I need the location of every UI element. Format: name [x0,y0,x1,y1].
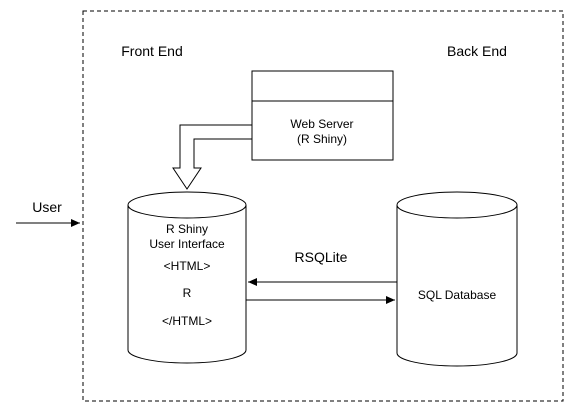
ui-line-1: R Shiny [166,222,208,236]
web-server-box: Web Server (R Shiny) [251,70,394,161]
system-boundary [82,10,564,402]
ui-line-2: User Interface [149,237,225,251]
ui-line-5: </HTML> [162,314,212,328]
web-server-subtitle: (R Shiny) [297,132,347,146]
ui-line-4: R [183,286,192,300]
user-label: User [32,199,62,215]
web-server-title: Web Server [290,117,353,131]
database-label: SQL Database [418,288,497,302]
ui-line-3: <HTML> [164,259,211,273]
sql-database-cylinder: SQL Database [396,191,518,367]
web-server-to-ui-arrow [172,124,253,190]
back-end-label: Back End [447,43,507,59]
r-shiny-ui-cylinder: R Shiny User Interface <HTML> R </HTML> [127,191,247,364]
front-end-label: Front End [121,43,182,59]
connection-label: RSQLite [295,249,348,265]
